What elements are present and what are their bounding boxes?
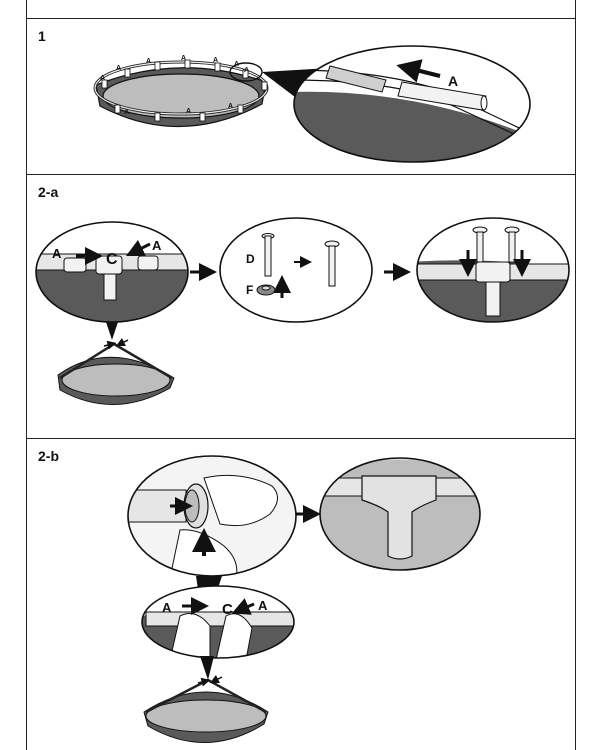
connector-label: C: [106, 251, 118, 268]
svg-text:A: A: [124, 109, 129, 116]
zoom-circle-2b-detail: [127, 455, 297, 577]
arrow-icon: [197, 677, 211, 687]
page-frame: [26, 0, 576, 750]
svg-text:A: A: [146, 58, 151, 65]
zoom-circle-2a-right: [416, 217, 570, 323]
rail-label-left: A: [52, 246, 62, 261]
pool-step2b-icon: [143, 674, 269, 743]
arrow-icon: [396, 59, 441, 83]
rail-label-2b-left: A: [162, 600, 172, 615]
cap-icon: [256, 284, 276, 296]
rail-label-2b-right: A: [258, 598, 268, 613]
step-2b-title: 2-b: [38, 448, 59, 464]
pool-step2a-icon: [57, 337, 175, 405]
arrow-icon: [231, 598, 255, 615]
svg-text:A: A: [213, 57, 218, 64]
cap-label: F: [246, 283, 253, 297]
zoom-circle-1: A: [293, 45, 531, 163]
pin-label: D: [246, 252, 255, 266]
zoom-circle-2a-left: A C A: [35, 221, 189, 323]
connector-label-2b: C: [222, 601, 233, 618]
rail-pipe-icon: [325, 65, 488, 111]
svg-text:A: A: [116, 65, 121, 72]
arrow-icon: [125, 239, 151, 257]
divider-2: [26, 438, 576, 439]
pin-icon: [261, 233, 340, 287]
arrow-icon: [209, 674, 223, 684]
zoom-pointer-2b-bottom: [200, 656, 214, 680]
svg-text:A: A: [228, 103, 233, 110]
arrow-icon: [103, 340, 117, 350]
divider-1: [26, 174, 576, 175]
step-2a-title: 2-a: [38, 184, 59, 200]
pool-step1-icon: [93, 59, 269, 128]
rail-label-right: A: [152, 238, 162, 253]
zoom-circle-2b-result: [319, 457, 481, 571]
svg-text:A: A: [100, 75, 105, 82]
arrow-icon: [115, 337, 129, 347]
svg-text:A: A: [244, 67, 249, 74]
zoom-circle-2b-hands: A C A: [141, 585, 295, 659]
divider-top: [26, 18, 576, 19]
zoom-circle-2a-middle: D F: [219, 217, 373, 323]
hand-icon: [169, 613, 211, 658]
rail-label: A: [448, 73, 458, 89]
step-1-title: 1: [38, 28, 46, 44]
zoom-pointer-2a: [106, 322, 118, 340]
svg-text:A: A: [181, 55, 186, 62]
svg-text:A: A: [186, 108, 191, 115]
